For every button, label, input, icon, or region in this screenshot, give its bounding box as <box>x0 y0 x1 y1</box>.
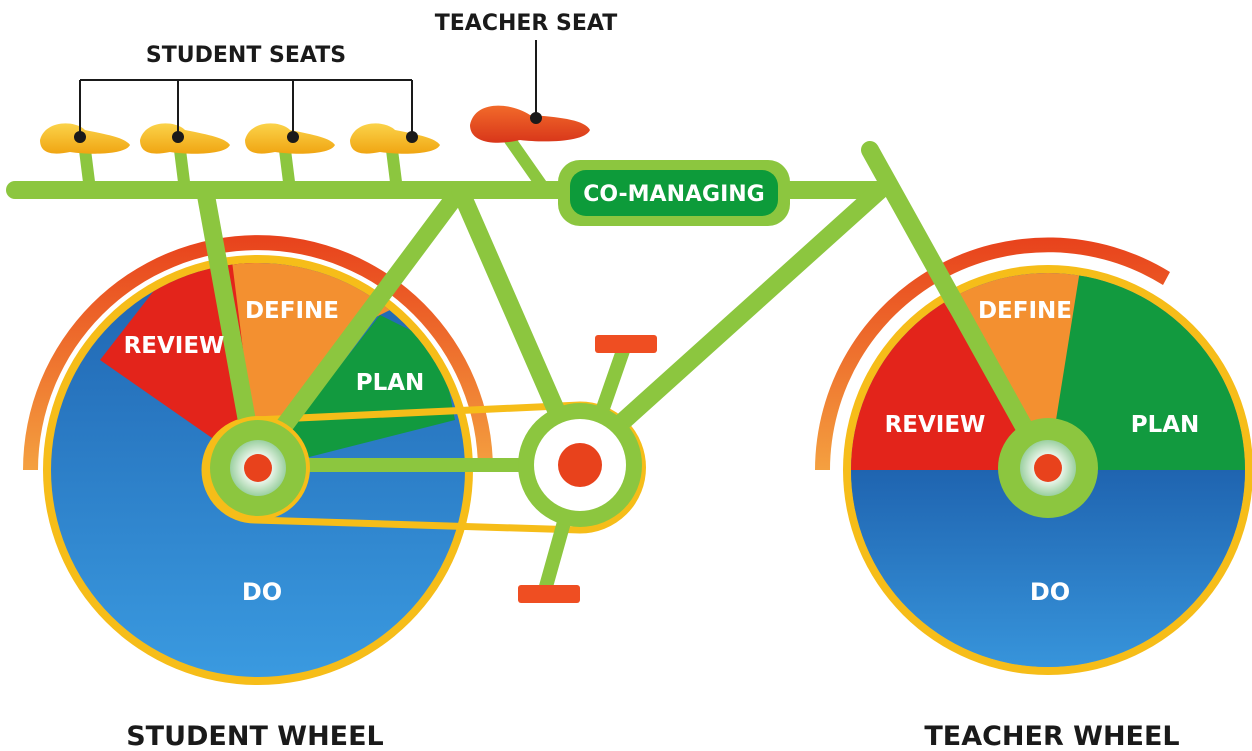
student-hub <box>206 416 310 520</box>
teacher-do-label: DO <box>1030 578 1070 606</box>
teacher-seat <box>470 105 590 143</box>
teacher-fender <box>815 237 1170 470</box>
teacher-hub <box>998 418 1098 518</box>
student-plan-segment <box>258 315 455 470</box>
student-seat-2 <box>140 123 230 154</box>
student-seat-4 <box>350 123 440 154</box>
teacher-plan-label: PLAN <box>1131 412 1200 438</box>
student-define-label: DEFINE <box>245 298 339 324</box>
teacher-review-label: REVIEW <box>885 412 986 438</box>
student-plan-label: PLAN <box>356 370 425 396</box>
co-managing-label: CO-MANAGING <box>583 182 764 207</box>
teacher-wheel-label: TEACHER WHEEL <box>924 721 1179 751</box>
student-seats-label: STUDENT SEATS <box>146 43 346 68</box>
top-pedal <box>595 335 657 353</box>
student-do-label: DO <box>242 578 282 606</box>
seat-dot <box>406 131 418 143</box>
bottom-pedal <box>518 585 580 603</box>
seat-dot <box>172 131 184 143</box>
seat-dot <box>530 112 542 124</box>
pedal-crank-hub <box>518 403 642 527</box>
seat-dot <box>74 131 86 143</box>
seat-dot <box>287 131 299 143</box>
student-seats-pointer <box>79 79 413 135</box>
co-managing-badge: CO-MANAGING <box>558 160 790 226</box>
student-review-label: REVIEW <box>124 333 225 359</box>
teacher-seat-label: TEACHER SEAT <box>435 11 617 36</box>
student-wheel-label: STUDENT WHEEL <box>126 721 384 751</box>
teacher-define-label: DEFINE <box>978 298 1072 324</box>
